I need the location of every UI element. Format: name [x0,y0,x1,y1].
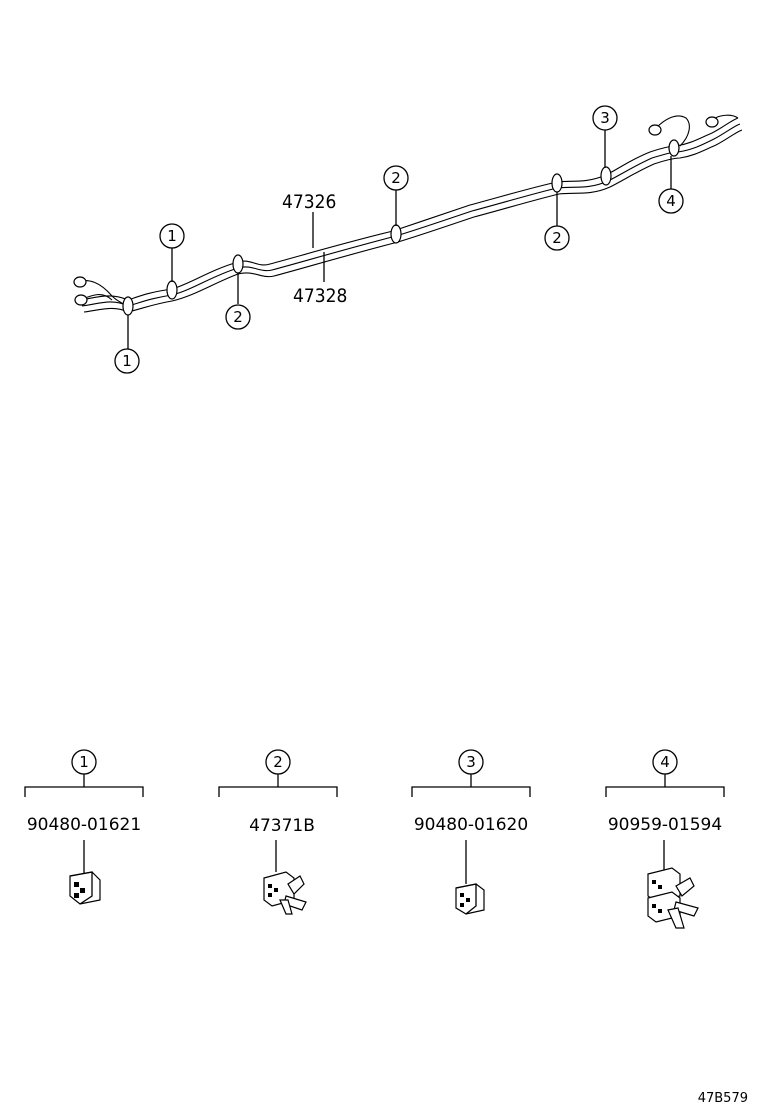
callout-label: 2 [391,169,401,187]
clip-marker [166,280,178,300]
line-part-number-47326: 47326 [282,191,336,213]
callout-label: 4 [666,192,676,210]
legend-index: 2 [273,753,283,771]
pipe-clips [122,139,680,316]
clip-icon [647,867,699,929]
legend-index: 3 [466,753,476,771]
callout-label: 1 [167,227,177,245]
legend-part-number: 47371B [249,816,315,836]
callout-label: 2 [233,308,243,326]
legend-item-3: 3 90480-01620 [411,749,531,915]
clip-marker [390,224,402,244]
clip-marker [600,166,612,186]
legend-part-number: 90959-01594 [608,815,722,835]
line-part-number-47328: 47328 [293,285,347,307]
callout-label: 1 [122,352,132,370]
callout-label: 2 [552,229,562,247]
legend-item-4: 4 90959-01594 [605,749,725,929]
clip-icon [69,871,101,905]
clip-marker [551,173,563,193]
parts-legend: 1 90480-01621 2 47371B [24,749,725,929]
legend-index: 1 [79,753,89,771]
figure-code: 47B579 [698,1091,748,1106]
legend-index: 4 [660,753,670,771]
legend-item-1: 1 90480-01621 [24,749,144,905]
callouts: 1 1 2 2 2 3 4 [114,105,684,374]
legend-part-number: 90480-01621 [27,815,141,835]
clip-marker [122,296,134,316]
legend-part-number: 90480-01620 [414,815,528,835]
clip-marker [232,254,244,274]
clip-marker [668,139,680,157]
clip-icon [455,883,485,915]
clip-icon [263,871,307,915]
callout-label: 3 [600,109,610,127]
legend-item-2: 2 47371B [218,749,338,915]
